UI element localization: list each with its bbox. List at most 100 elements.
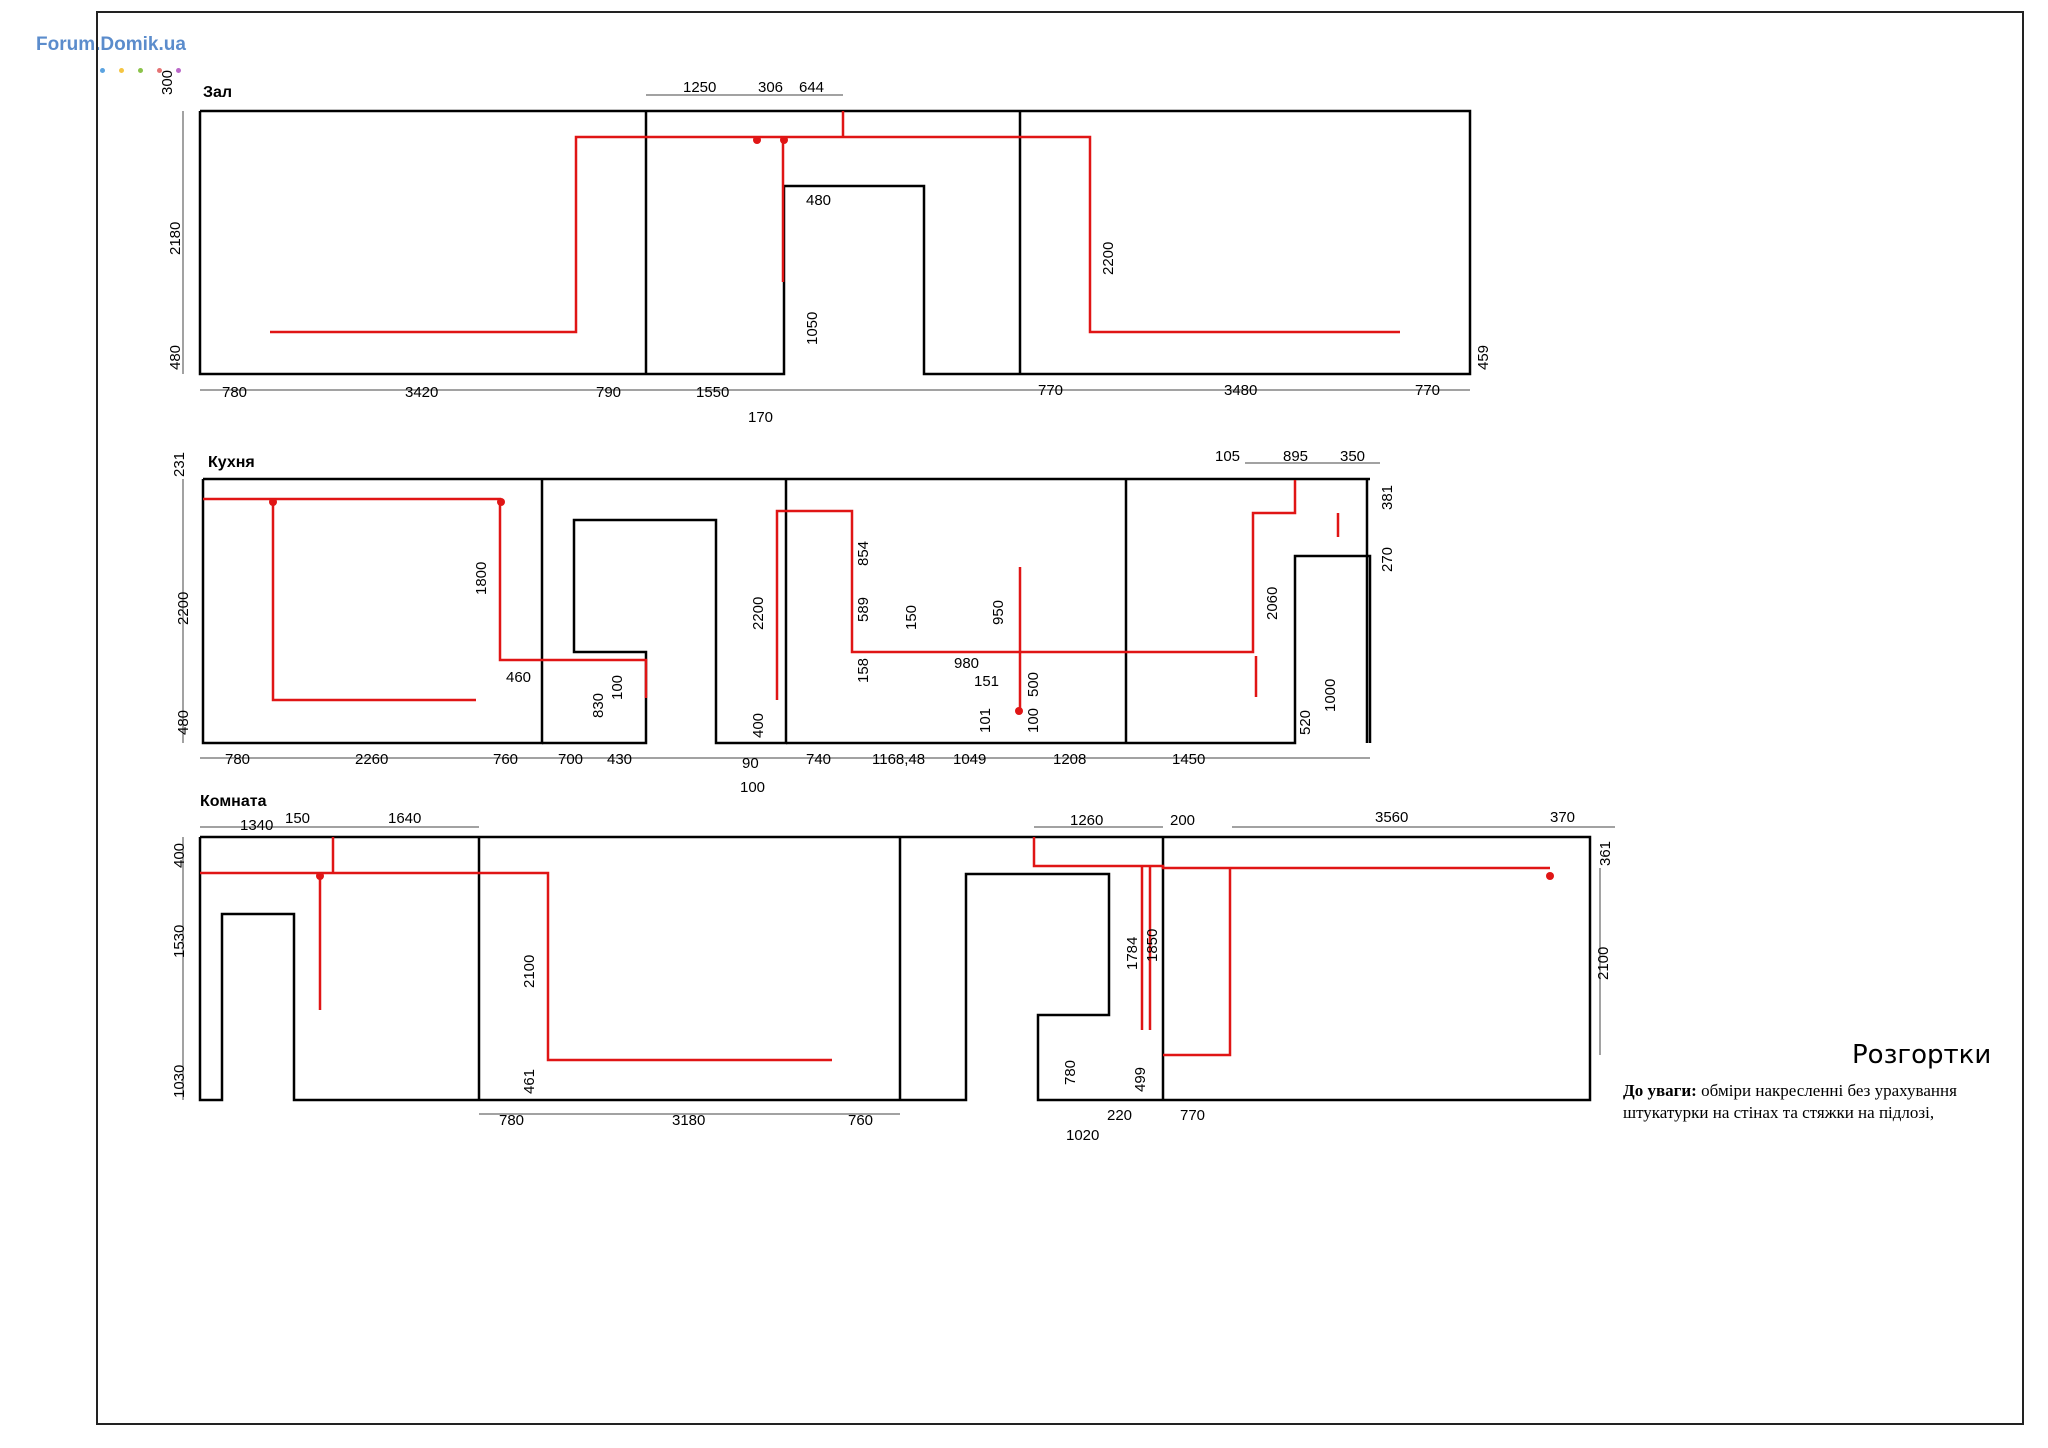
dim-label: 460 [506,669,531,686]
dim-label: 1784 [1124,937,1141,970]
dim-label: 780 [1062,1060,1079,1085]
dim-label: 2200 [750,597,767,630]
dim-label: 780 [225,751,250,768]
zal-dimension-labels: 300 2180 480 1250 306 644 480 1050 2200 … [159,70,1492,426]
dimension-lines [182,94,1615,1115]
dim-label: 1640 [388,810,421,827]
dim-label: 158 [855,658,872,683]
forum-watermark: Forum.Domik.ua [36,34,186,55]
dim-label: 101 [977,708,994,733]
dim-label: 2100 [1595,947,1612,980]
dim-label: 589 [855,597,872,622]
zal-title: Зал [203,84,232,101]
dim-label: 2100 [521,955,538,988]
dim-label: 1850 [1144,929,1161,962]
dim-label: 2200 [1100,242,1117,275]
komnata-elevation: Комната [198,793,1592,1102]
komnata-wiring [200,837,1550,1062]
zal-wiring [270,111,1400,334]
dim-label: 1340 [240,817,273,834]
kukhnia-junction-2 [497,498,505,506]
dim-label: 740 [806,751,831,768]
dim-label: 1450 [1172,751,1205,768]
dim-label: 1208 [1053,751,1086,768]
dim-label: 370 [1550,809,1575,826]
komnata-title: Комната [200,793,267,810]
dim-label: 780 [222,384,247,401]
dim-label: 500 [1025,672,1042,697]
watermark-dots [100,60,195,78]
dim-label: 770 [1180,1107,1205,1124]
dim-label: 231 [171,452,188,477]
kukhnia-wiring [203,480,1340,712]
dim-label: 306 [758,79,783,96]
dim-label: 2200 [175,592,192,625]
dim-label: 270 [1379,547,1396,572]
dim-label: 1030 [171,1065,188,1098]
dim-label: 780 [499,1112,524,1129]
dim-label: 151 [974,673,999,690]
dim-label: 361 [1597,841,1614,866]
dim-label: 1000 [1322,679,1339,712]
zal-junction-2 [780,136,788,144]
dim-label: 950 [990,600,1007,625]
dim-label: 200 [1170,812,1195,829]
dim-label: 1250 [683,79,716,96]
dim-label: 1168,48 [872,751,925,768]
dim-label: 854 [855,541,872,566]
kukhnia-walls [201,477,1372,745]
dim-label: 1049 [953,751,986,768]
kukhnia-dimension-labels: 231 2200 480 1800 460 830 100 2200 400 8… [171,448,1396,796]
dim-label: 760 [493,751,518,768]
dim-label: 2060 [1264,587,1281,620]
dim-label: 105 [1215,448,1240,465]
dim-label: 1550 [696,384,729,401]
dim-label: 980 [954,655,979,672]
zal-walls [198,109,1472,376]
dim-label: 90 [742,755,759,772]
dim-label: 2180 [167,222,184,255]
dim-label: 770 [1038,382,1063,399]
note-block: До уваги: обміри накресленні без урахува… [1623,1080,1983,1124]
dim-label: 220 [1107,1107,1132,1124]
drawing-frame [96,11,2024,1425]
dim-label: 150 [903,605,920,630]
dim-label: 520 [1297,710,1314,735]
zal-elevation: Зал [198,84,1472,376]
dim-label: 100 [1025,708,1042,733]
dim-label: 459 [1475,345,1492,370]
dim-label: 1800 [473,562,490,595]
dim-label: 499 [1132,1067,1149,1092]
dim-label: 100 [740,779,765,796]
kukhnia-title: Кухня [208,454,255,471]
dim-label: 3560 [1375,809,1408,826]
dim-label: 3420 [405,384,438,401]
dim-label: 700 [558,751,583,768]
komnata-walls [198,835,1592,1102]
dim-label: 1020 [1066,1127,1099,1144]
dim-label: 1260 [1070,812,1103,829]
dim-label: 400 [171,843,188,868]
kukhnia-junction-1 [269,498,277,506]
dim-label: 300 [159,70,176,95]
komnata-dimension-labels: 1340 150 1640 400 1530 1030 2100 461 780… [171,809,1614,1144]
dim-label: 400 [750,713,767,738]
note-label: До уваги: [1623,1081,1697,1100]
zal-junction-1 [753,136,761,144]
dim-label: 644 [799,79,824,96]
dim-label: 3180 [672,1112,705,1129]
note-text: обміри накресленні без урахування штукат… [1623,1081,1957,1122]
dim-label: 760 [848,1112,873,1129]
dim-label: 770 [1415,382,1440,399]
dim-label: 430 [607,751,632,768]
komnata-junction-2 [1546,872,1554,880]
dim-label: 790 [596,384,621,401]
kukhnia-elevation: Кухня [201,454,1372,745]
dim-label: 480 [806,192,831,209]
dim-label: 1050 [804,312,821,345]
dim-label: 350 [1340,448,1365,465]
dim-label: 150 [285,810,310,827]
sheet-title: Розгортки [1852,1040,1992,1070]
dim-label: 381 [1379,485,1396,510]
